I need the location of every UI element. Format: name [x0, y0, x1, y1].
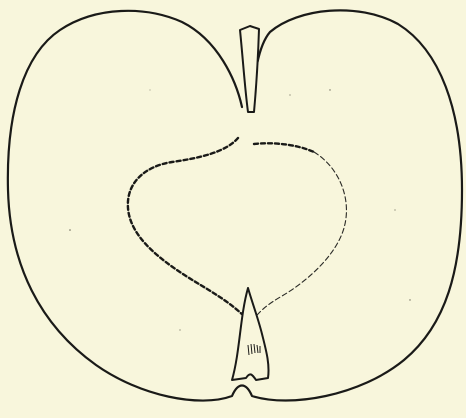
apple-outline: [8, 10, 462, 400]
core-outline-left: [128, 138, 246, 318]
paper-specks: [69, 89, 411, 330]
core-outline-top-right: [254, 143, 314, 152]
core-outline-right: [252, 152, 346, 322]
calyx: [232, 288, 269, 380]
stem: [240, 26, 259, 112]
